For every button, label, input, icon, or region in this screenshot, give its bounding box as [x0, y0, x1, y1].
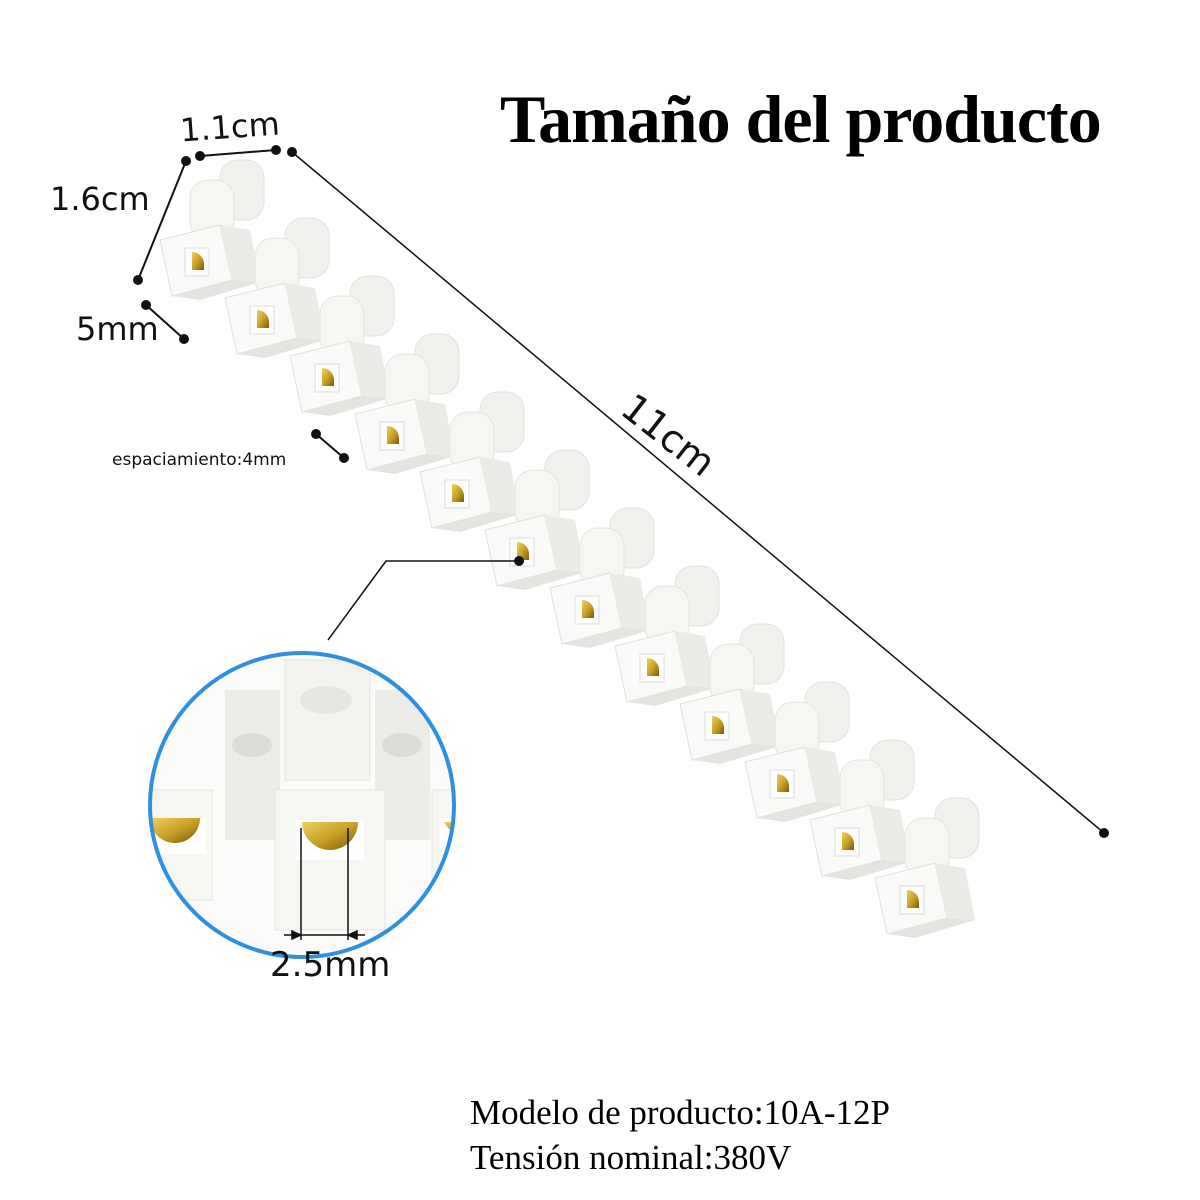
model-spec: Modelo de producto:10A-12P	[470, 1093, 890, 1132]
hole-size-label: 2.5mm	[270, 945, 391, 985]
voltage-spec: Tensión nominal:380V	[470, 1138, 792, 1177]
spacing-label: espaciamiento:4mm	[112, 450, 287, 470]
page-title: Tamaño del producto	[500, 81, 1102, 157]
width-label: 1.1cm	[178, 104, 281, 150]
zoom-ring	[148, 651, 456, 959]
depth-label: 5mm	[76, 310, 159, 348]
height-label: 1.6cm	[50, 180, 150, 218]
dimension-lines	[133, 145, 1109, 838]
spec-list: Modelo de producto:10A-12P Tensión nomin…	[470, 1090, 890, 1180]
zoom-detail	[148, 651, 456, 959]
